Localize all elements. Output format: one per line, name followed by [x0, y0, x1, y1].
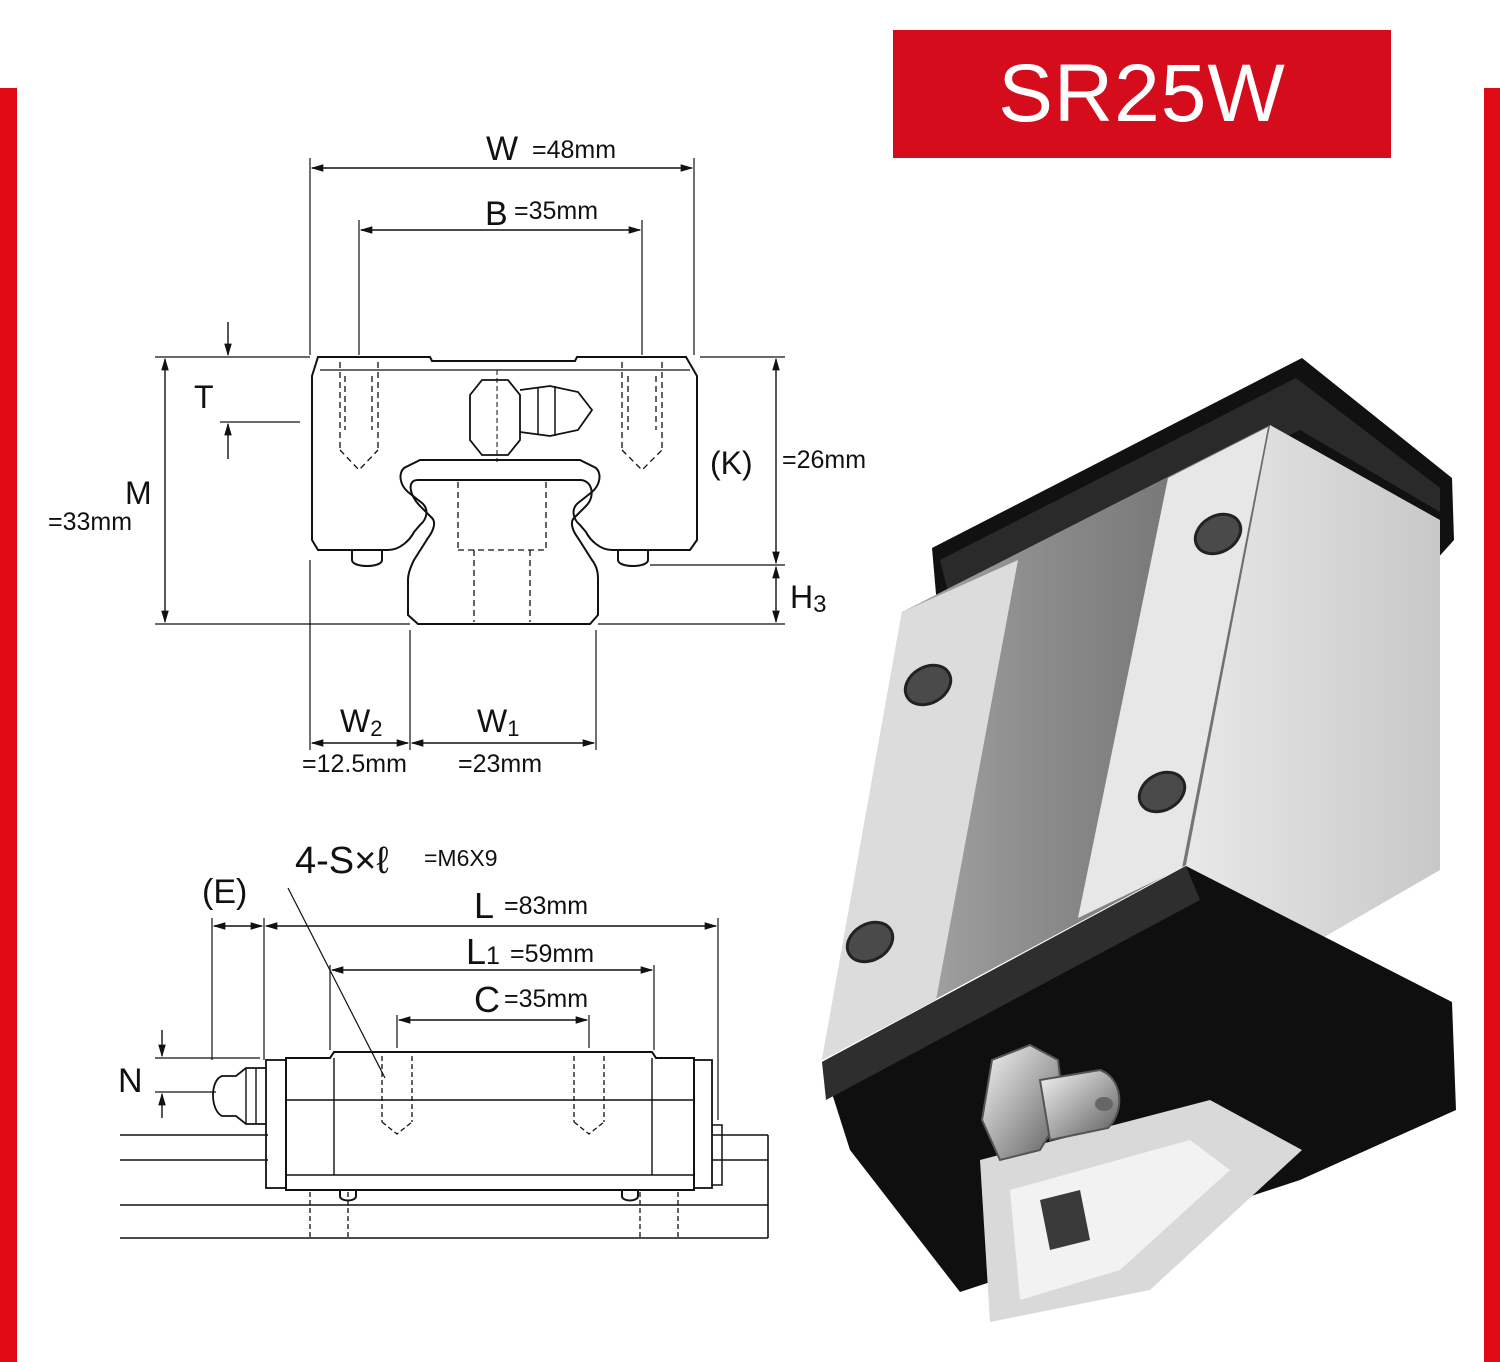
side-view [120, 887, 769, 1239]
label-c: C [474, 979, 500, 1020]
value-l1: =59mm [510, 940, 594, 968]
label-h3: H3 [790, 579, 826, 618]
label-n: N [118, 1062, 143, 1100]
value-b: =35mm [514, 197, 598, 225]
label-w: W [486, 130, 518, 168]
left-red-border [0, 88, 17, 1362]
model-title: SR25W [998, 48, 1286, 139]
value-l: =83mm [504, 892, 588, 920]
value-w2: =12.5mm [302, 750, 407, 778]
value-screw: =M6X9 [424, 845, 498, 871]
rail-profile [407, 479, 599, 625]
cross-section-labels: W =48mm B =35mm T (K) =26mm M =33mm H3 W… [48, 130, 866, 778]
value-w: =48mm [532, 136, 616, 164]
side-view-rail [120, 1134, 769, 1239]
value-c: =35mm [504, 985, 588, 1013]
product-render [822, 358, 1456, 1322]
side-view-block [285, 1051, 695, 1191]
value-w1: =23mm [458, 750, 542, 778]
grease-nipple [980, 1043, 1121, 1162]
label-w2: W2 [340, 703, 382, 741]
value-m: =33mm [48, 508, 132, 536]
carriage-block-outline [311, 356, 698, 551]
cross-section-view [155, 158, 785, 750]
label-e: (E) [202, 873, 247, 911]
model-title-banner: SR25W [893, 30, 1391, 158]
label-t: T [194, 379, 214, 415]
label-b: B [485, 195, 508, 233]
label-k: (K) [710, 445, 753, 481]
mounting-holes [845, 512, 1243, 964]
label-m: M [125, 475, 152, 511]
label-screw: 4-S×ℓ [295, 840, 389, 882]
right-red-border [1484, 88, 1500, 1362]
label-l: L [474, 885, 494, 926]
value-k: =26mm [782, 446, 866, 474]
label-l1: L1 [466, 931, 500, 972]
side-view-labels: 4-S×ℓ =M6X9 (E) L =83mm L1 =59mm C =35mm… [118, 840, 594, 1100]
label-w1: W1 [477, 703, 519, 741]
